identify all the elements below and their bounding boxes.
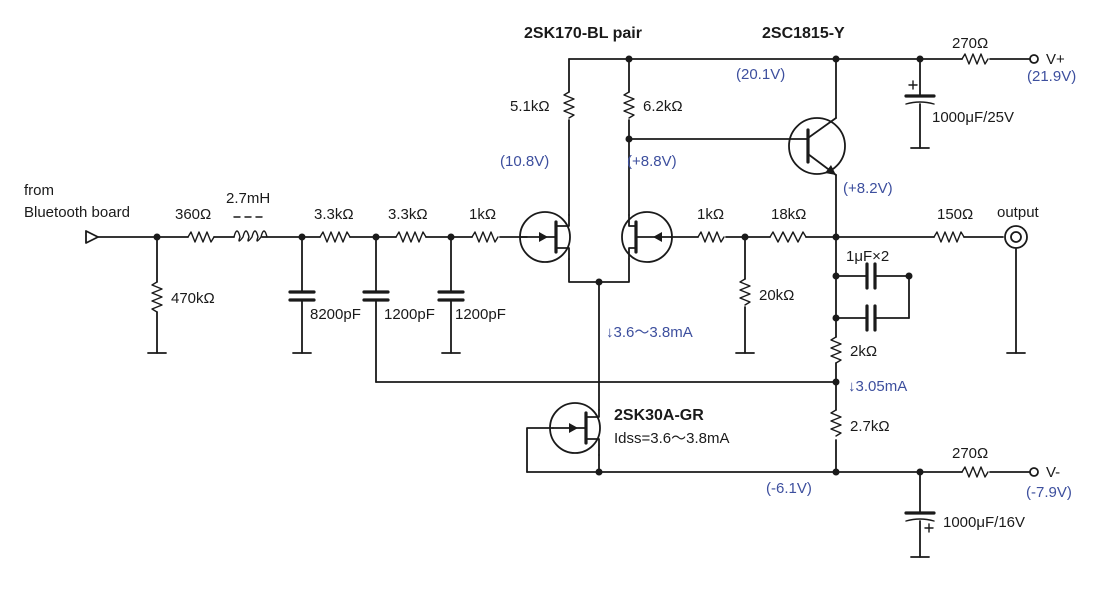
- resistors: [151, 53, 989, 478]
- resistor-270-pos: [961, 53, 989, 65]
- resistor-470k: [151, 281, 163, 313]
- label-2m7: 2.7mH: [226, 190, 270, 207]
- label-2k: 2kΩ: [850, 343, 877, 360]
- idss-label: Idss=3.6～3.8mA: [614, 430, 729, 447]
- jfet-pair-label: 2SK170-BL pair: [524, 25, 642, 42]
- label-270-neg: 270Ω: [952, 445, 988, 462]
- label-1k-a: 1kΩ: [469, 206, 496, 223]
- inductor-2m7: [233, 216, 268, 242]
- resistor-18k: [769, 231, 807, 243]
- current-emitter: ↓3.05mA: [848, 378, 907, 395]
- transistor-label: 2SC1815-Y: [762, 25, 845, 42]
- label-150: 150Ω: [937, 206, 973, 223]
- label-270-pos: 270Ω: [952, 35, 988, 52]
- label-1000u-16: 1000μF/16V: [943, 514, 1025, 531]
- label-20k: 20kΩ: [759, 287, 794, 304]
- volt-drain-right: (+8.8V): [627, 153, 677, 170]
- input-terminal: [85, 230, 99, 244]
- label-5k1: 5.1kΩ: [510, 98, 550, 115]
- volt-drain-left: (10.8V): [500, 153, 549, 170]
- output-jack: [1004, 225, 1028, 249]
- label-360: 360Ω: [175, 206, 211, 223]
- vplus-terminal: [1029, 54, 1039, 64]
- volt-pos-rail: (20.1V): [736, 66, 785, 83]
- jfet-left: [519, 211, 571, 263]
- label-3k3-b: 3.3kΩ: [388, 206, 428, 223]
- jfet-ccs: [549, 402, 601, 456]
- label-1200p-a: 1200pF: [384, 306, 435, 323]
- label-18k: 18kΩ: [771, 206, 806, 223]
- output-label: output: [997, 204, 1040, 221]
- label-470k: 470kΩ: [171, 290, 215, 307]
- volt-vminus: (-7.9V): [1026, 484, 1072, 501]
- resistor-2k: [830, 336, 842, 364]
- resistor-1k-b: [697, 231, 725, 243]
- resistor-2k7: [830, 409, 842, 437]
- label-1200p-b: 1200pF: [455, 306, 506, 323]
- label-3k3-a: 3.3kΩ: [314, 206, 354, 223]
- resistor-1k-a: [471, 231, 499, 243]
- resistor-3k3-b: [395, 231, 427, 243]
- resistor-150: [933, 231, 965, 243]
- volt-vplus: (21.9V): [1027, 68, 1076, 85]
- resistor-20k: [739, 278, 751, 306]
- junctions: [153, 55, 924, 476]
- volt-neg-rail: (-6.1V): [766, 480, 812, 497]
- volt-emitter: (+8.2V): [843, 180, 893, 197]
- vminus-label: V-: [1046, 464, 1060, 481]
- label-1k-b: 1kΩ: [697, 206, 724, 223]
- label-2k7: 2.7kΩ: [850, 418, 890, 435]
- jfet-right: [621, 211, 673, 263]
- capacitors: [288, 80, 936, 533]
- resistor-360: [187, 231, 215, 243]
- ccs-fet-label: 2SK30A-GR: [614, 407, 704, 424]
- label-6k2: 6.2kΩ: [643, 98, 683, 115]
- resistor-270-neg: [961, 466, 989, 478]
- resistor-6k2: [623, 91, 635, 119]
- label-1u-x2: 1μF×2: [846, 248, 889, 265]
- label-8200p: 8200pF: [310, 306, 361, 323]
- vplus-label: V+: [1046, 51, 1065, 68]
- label-1000u-25: 1000μF/25V: [932, 109, 1014, 126]
- wires: [97, 58, 1031, 558]
- npn-transistor: [788, 117, 846, 176]
- resistor-3k3-a: [319, 231, 351, 243]
- annotations: (20.1V) (21.9V) (10.8V) (+8.8V) (+8.2V) …: [500, 66, 1076, 501]
- vminus-terminal: [1029, 467, 1039, 477]
- terminals: [85, 54, 1039, 477]
- resistor-5k1: [563, 91, 575, 119]
- current-tail: ↓3.6～3.8mA: [606, 324, 693, 341]
